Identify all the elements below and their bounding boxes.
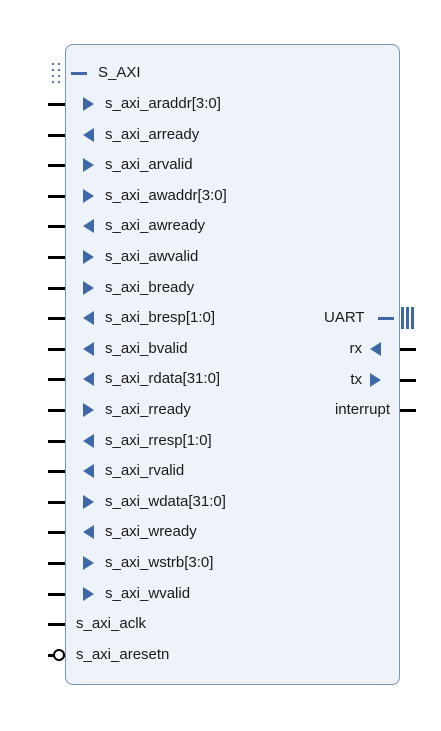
output-arrow-icon [83, 219, 94, 233]
input-arrow-icon [83, 587, 94, 601]
s-axi-awvalid-pin[interactable] [48, 256, 65, 259]
output-arrow-icon [83, 464, 94, 478]
output-arrow-icon [83, 525, 94, 539]
s-axi-rresp-pin[interactable] [48, 440, 65, 443]
output-arrow-icon [83, 434, 94, 448]
s-axi-araddr-label[interactable]: s_axi_araddr[3:0] [105, 95, 221, 112]
s-axi-rdata-pin[interactable] [48, 378, 65, 381]
s-axi-interface-label[interactable]: S_AXI [98, 64, 141, 81]
interrupt-label[interactable]: interrupt [334, 401, 390, 418]
s-axi-wready-pin[interactable] [48, 531, 65, 534]
s-axi-awready-pin[interactable] [48, 225, 65, 228]
input-arrow-icon [83, 403, 94, 417]
s-axi-arready-label[interactable]: s_axi_arready [105, 126, 200, 143]
tx-label[interactable]: tx [350, 371, 362, 388]
s-axi-bvalid-pin[interactable] [48, 348, 65, 351]
input-arrow-icon [83, 556, 94, 570]
s-axi-bready-label[interactable]: s_axi_bready [105, 279, 195, 296]
uart-interface-label[interactable]: UART [324, 309, 365, 326]
s-axi-wvalid-label[interactable]: s_axi_wvalid [105, 585, 191, 602]
output-arrow-icon [83, 342, 94, 356]
ip-block[interactable] [65, 44, 400, 685]
s-axi-aresetn-pin-stub[interactable] [48, 654, 54, 657]
uart-bus-connector-icon[interactable] [400, 307, 416, 329]
s-axi-rresp-label[interactable]: s_axi_rresp[1:0] [105, 432, 212, 449]
s-axi-aresetn-label[interactable]: s_axi_aresetn [76, 646, 170, 663]
s-axi-aclk-pin[interactable] [48, 623, 65, 626]
s-axi-wready-label[interactable]: s_axi_wready [105, 523, 197, 540]
input-arrow-icon [83, 250, 94, 264]
s-axi-arvalid-pin[interactable] [48, 164, 65, 167]
s-axi-rready-pin[interactable] [48, 409, 65, 412]
s-axi-bvalid-label[interactable]: s_axi_bvalid [105, 340, 188, 357]
s-axi-araddr-pin[interactable] [48, 103, 65, 106]
s-axi-rready-label[interactable]: s_axi_rready [105, 401, 191, 418]
tx-pin[interactable] [400, 379, 416, 382]
s-axi-rdata-label[interactable]: s_axi_rdata[31:0] [105, 370, 221, 387]
output-arrow-icon [83, 372, 94, 386]
s-axi-rvalid-label[interactable]: s_axi_rvalid [105, 462, 185, 479]
s-axi-bresp-label[interactable]: s_axi_bresp[1:0] [105, 309, 216, 326]
input-arrow-icon [83, 97, 94, 111]
rx-label[interactable]: rx [349, 340, 363, 357]
interrupt-pin[interactable] [400, 409, 416, 412]
s-axi-awaddr-pin[interactable] [48, 195, 65, 198]
negation-bubble-icon [53, 649, 65, 661]
s-axi-rvalid-pin[interactable] [48, 470, 65, 473]
s-axi-bus-line [71, 72, 87, 75]
s-axi-bresp-pin[interactable] [48, 317, 65, 320]
s-axi-wdata-pin[interactable] [48, 501, 65, 504]
s-axi-wstrb-label[interactable]: s_axi_wstrb[3:0] [105, 554, 214, 571]
s-axi-awvalid-label[interactable]: s_axi_awvalid [105, 248, 199, 265]
s-axi-wstrb-pin[interactable] [48, 562, 65, 565]
s-axi-awaddr-label[interactable]: s_axi_awaddr[3:0] [105, 187, 227, 204]
s-axi-wdata-label[interactable]: s_axi_wdata[31:0] [105, 493, 226, 510]
input-arrow-icon [83, 158, 94, 172]
output-arrow-icon [370, 373, 381, 387]
output-arrow-icon [83, 128, 94, 142]
input-arrow-icon [83, 495, 94, 509]
output-arrow-icon [83, 311, 94, 325]
s-axi-wvalid-pin[interactable] [48, 593, 65, 596]
interface-dots-icon [50, 61, 62, 86]
s-axi-aclk-label[interactable]: s_axi_aclk [76, 615, 147, 632]
rx-pin[interactable] [400, 348, 416, 351]
input-arrow-icon [83, 281, 94, 295]
input-arrow-icon [83, 189, 94, 203]
s-axi-awready-label[interactable]: s_axi_awready [105, 217, 206, 234]
s-axi-bready-pin[interactable] [48, 287, 65, 290]
input-arrow-icon [370, 342, 381, 356]
uart-bus-line [378, 317, 394, 320]
s-axi-arready-pin[interactable] [48, 134, 65, 137]
s-axi-arvalid-label[interactable]: s_axi_arvalid [105, 156, 193, 173]
